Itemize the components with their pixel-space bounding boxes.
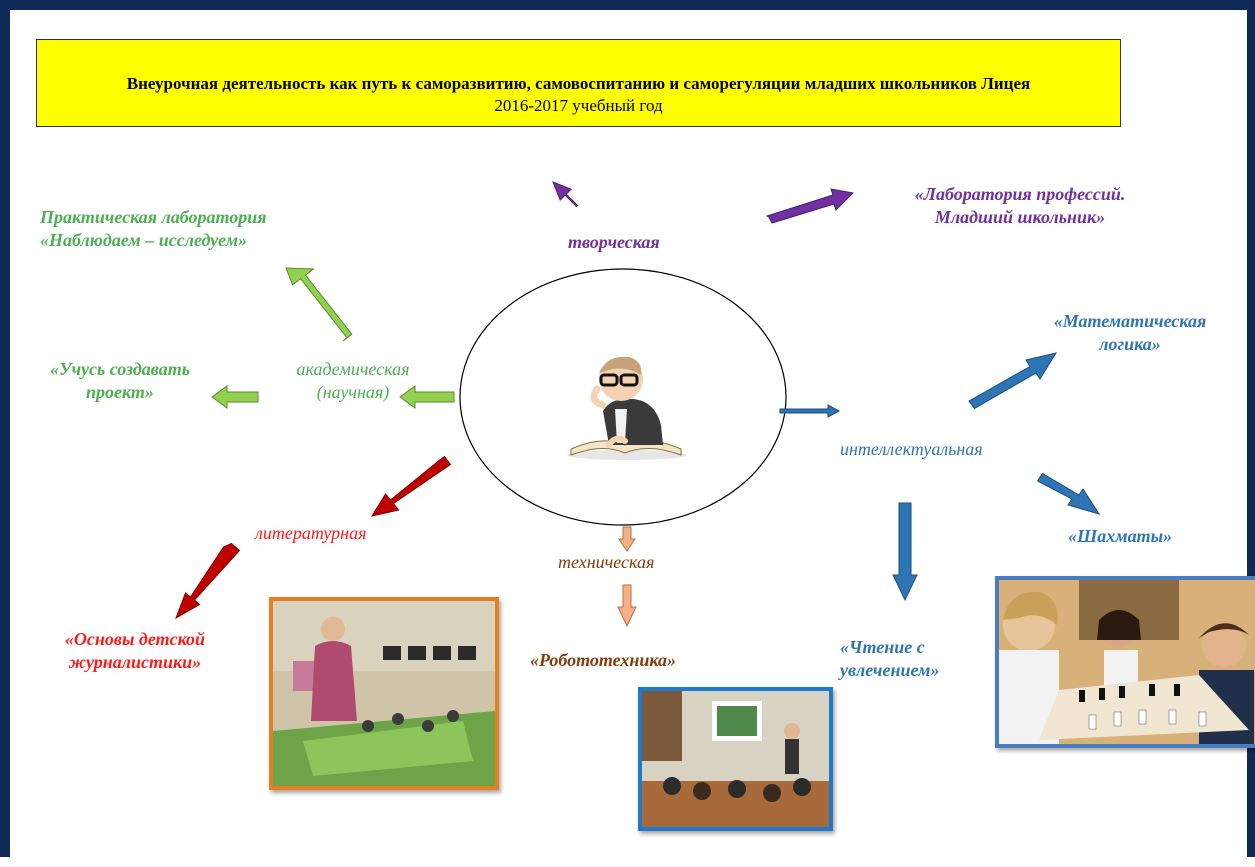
arrow-intellectual-to-math [968, 352, 1058, 410]
arrow-to-technical [618, 526, 636, 552]
arrow-to-intellectual [779, 404, 841, 418]
label-reading-line2: увлечением» [840, 660, 940, 680]
child-reading-image [563, 345, 689, 463]
arrow-literary-to-journalism [175, 542, 241, 620]
label-academic-line2: (научная) [316, 382, 390, 402]
label-lab-professions: «Лаборатория профессий. Младший школьник… [880, 183, 1160, 229]
label-project: «Учусь создавать проект» [30, 358, 210, 404]
label-practical-lab-line1: Практическая лаборатория [40, 207, 267, 227]
label-robotics: «Робототехника» [530, 650, 677, 670]
arrow-intellectual-to-chess [1036, 472, 1101, 515]
label-technical: техническая [558, 552, 655, 572]
label-academic: академическая (научная) [268, 358, 438, 404]
arrow-to-literary [370, 455, 452, 517]
arrow-technical-to-robotics [617, 584, 637, 628]
label-reading: «Чтение с увлечением» [840, 636, 939, 682]
label-journalism: «Основы детской журналистики» [35, 628, 235, 674]
label-lab-professions-line2: Младший школьник» [934, 207, 1106, 227]
label-practical-lab: Практическая лаборатория «Наблюдаем – ис… [40, 206, 267, 252]
label-academic-line1: академическая [296, 359, 410, 379]
arrow-to-academic [399, 385, 455, 409]
label-intellectual: интеллектуальная [840, 439, 983, 459]
arrow-intellectual-to-reading [892, 502, 918, 602]
label-literary: литературная [255, 523, 367, 543]
label-chess: «Шахматы» [1068, 526, 1173, 546]
title-line-2: 2016-2017 учебный год [494, 96, 663, 115]
arrow-academic-to-project [211, 385, 259, 409]
label-reading-line1: «Чтение с [840, 637, 925, 657]
arrow-academic-up [285, 267, 353, 342]
robotics-class-photo [269, 597, 499, 790]
classroom-photo [638, 687, 833, 831]
label-journalism-line1: «Основы детской [64, 629, 206, 649]
label-project-line2: проект» [86, 382, 154, 402]
title-banner: Внеурочная деятельность как путь к самор… [36, 39, 1121, 127]
label-math-logic: «Математическая логика» [1030, 310, 1230, 356]
title-line-1: Внеурочная деятельность как путь к самор… [126, 74, 1031, 93]
label-math-logic-line2: логика» [1099, 334, 1161, 354]
label-math-logic-line1: «Математическая [1053, 311, 1207, 331]
chess-class-photo [995, 576, 1255, 748]
label-journalism-line2: журналистики» [68, 652, 202, 672]
label-lab-professions-line1: «Лаборатория профессий. [914, 184, 1126, 204]
label-project-line1: «Учусь создавать [50, 359, 190, 379]
arrow-creative-up [552, 181, 579, 208]
label-practical-lab-line2: «Наблюдаем – исследуем» [40, 230, 248, 250]
arrow-creative-to-lab [765, 188, 855, 224]
label-creative: творческая [568, 232, 660, 252]
